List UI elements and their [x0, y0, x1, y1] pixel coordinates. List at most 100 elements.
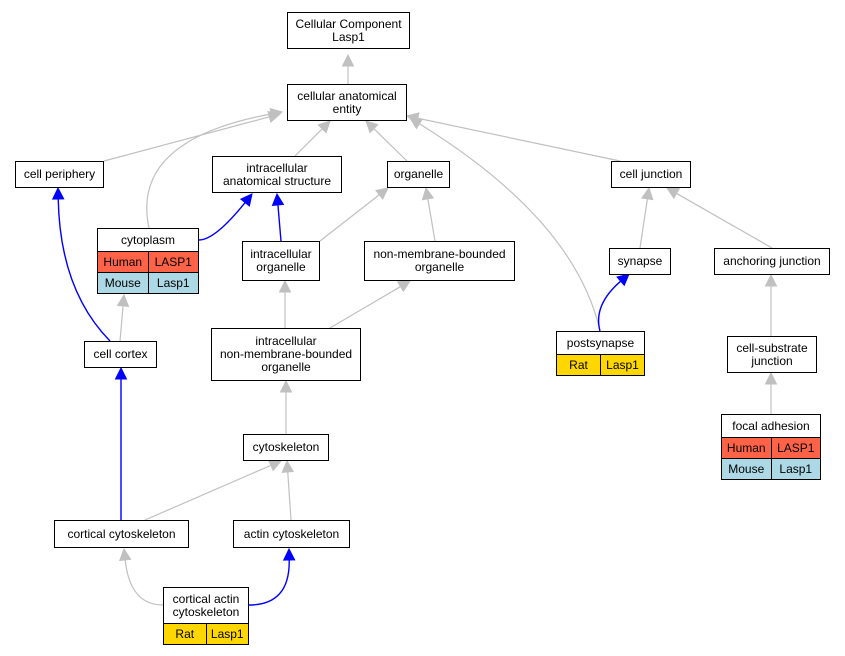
edge-postsynapse-cae — [419, 123, 601, 332]
arrowhead-postsynapse-cae — [409, 117, 424, 130]
arrowhead-cytoplasm-ias — [239, 193, 253, 207]
node-label: cell junction — [619, 167, 683, 181]
species-name: Rat — [175, 627, 195, 641]
edge-cortex-cytoplasm — [119, 305, 124, 342]
arrowhead-cortactin-cortcyto — [118, 547, 132, 562]
node-nmbo[interactable]: non-membrane-bounded organelle — [364, 241, 515, 281]
species-row: Human LASP1 — [98, 251, 198, 272]
arrowhead-io-organelle — [375, 187, 389, 201]
arrowhead-organelle-cae — [365, 120, 379, 134]
node-cortcyto[interactable]: cortical cytoskeleton — [54, 520, 189, 548]
node-periphery[interactable]: cell periphery — [15, 161, 104, 188]
edge-cytoplasm-cae — [146, 113, 272, 229]
species-name: Mouse — [104, 276, 141, 290]
edge-synapse-junction — [639, 198, 648, 249]
arrowhead-cae-root — [341, 53, 355, 67]
node-label: organelle — [393, 167, 444, 181]
arrowhead-cortcyto-cortex — [114, 366, 128, 380]
node-label: cytoplasm — [120, 232, 176, 247]
edge-junction-cae — [417, 117, 621, 162]
node-label: intracellular non-membrane-bounded organ… — [219, 334, 353, 374]
node-label: cellular anatomical entity — [297, 88, 397, 116]
arrowhead-synapse-junction — [641, 186, 654, 201]
arrowhead-cortex-cytoplasm — [116, 293, 130, 308]
arrowhead-cytoplasm-cae — [269, 107, 284, 121]
node-label: synapse — [617, 254, 663, 268]
arrowhead-nmbo-organelle — [421, 186, 435, 201]
arrowhead-inmbo-io — [278, 279, 292, 293]
edge-cortactin-actin — [248, 559, 290, 606]
gene-name: LASP1 — [770, 438, 821, 458]
node-junction[interactable]: cell junction — [611, 161, 691, 188]
node-ias[interactable]: intracellular anatomical structure — [212, 156, 342, 193]
arrowhead-cortcyto-cytoskeleton — [267, 459, 283, 472]
arrowhead-anchoring-junction — [666, 187, 681, 200]
edge-cortcyto-cytoskeleton — [144, 464, 272, 521]
node-label: anchoring junction — [723, 254, 821, 268]
node-io[interactable]: intracellular organelle — [242, 241, 320, 281]
edge-io-organelle — [319, 194, 380, 242]
species-row: Mouse Lasp1 — [98, 272, 198, 293]
node-label: non-membrane-bounded organelle — [373, 247, 506, 274]
node-label: postsynapse — [566, 335, 635, 350]
gene-name: Lasp1 — [600, 355, 644, 375]
arrowhead-actin-cytoskeleton — [281, 459, 295, 473]
arrowhead-cortactin-actin — [282, 547, 296, 561]
arrowhead-ias-cae — [317, 120, 331, 134]
node-label: focal adhesion — [732, 418, 810, 433]
arrowhead-io-ias — [271, 192, 285, 206]
arrowhead-focal-substrate — [764, 371, 778, 385]
node-organelle[interactable]: organelle — [387, 161, 450, 188]
gene-name: LASP1 — [147, 252, 199, 272]
node-anchoring[interactable]: anchoring junction — [714, 248, 830, 275]
edge-postsynapse-synapse — [597, 280, 622, 332]
species-name: Mouse — [728, 462, 765, 476]
node-label: cytoskeleton — [252, 440, 320, 454]
node-label: Cellular Component Lasp1 — [295, 16, 402, 44]
edge-cortex-periphery — [57, 198, 111, 342]
gene-name: Lasp1 — [147, 273, 199, 293]
edge-inmbo-nmbo — [329, 286, 401, 329]
node-label: cortical actin cytoskeleton — [172, 591, 240, 619]
arrowhead-cytoskeleton-inmbo — [279, 379, 293, 393]
node-label: cell cortex — [93, 347, 148, 361]
node-cae[interactable]: cellular anatomical entity — [287, 84, 407, 121]
node-label: cortical cytoskeleton — [67, 526, 176, 541]
node-label: intracellular anatomical structure — [222, 160, 332, 188]
species-name: Human — [103, 255, 143, 269]
edge-cortactin-cortcyto — [124, 559, 164, 606]
edge-actin-cytoskeleton — [287, 471, 292, 521]
species-row: Mouse Lasp1 — [722, 458, 820, 479]
arrowhead-substrate-anchoring — [764, 273, 778, 287]
node-inmbo[interactable]: intracellular non-membrane-bounded organ… — [211, 328, 361, 381]
node-label: cell periphery — [23, 167, 96, 181]
species-row: Rat Lasp1 — [557, 354, 644, 375]
arrowhead-cortex-periphery — [51, 186, 65, 200]
node-substrate[interactable]: cell-substrate junction — [727, 336, 817, 373]
gene-name: Lasp1 — [770, 459, 821, 479]
gene-name: Lasp1 — [205, 624, 249, 644]
edge-anchoring-junction — [676, 192, 773, 249]
edge-io-ias — [277, 204, 282, 242]
node-label: cell-substrate junction — [736, 340, 808, 368]
arrowhead-inmbo-nmbo — [396, 280, 411, 293]
node-label: intracellular organelle — [250, 247, 312, 274]
node-cortex[interactable]: cell cortex — [84, 341, 157, 368]
species-row: Rat Lasp1 — [164, 623, 248, 644]
edge-periphery-cae — [103, 116, 270, 162]
node-actin[interactable]: actin cytoskeleton — [233, 520, 350, 548]
edge-cytoplasm-ias — [198, 202, 246, 241]
node-root[interactable]: Cellular Component Lasp1 — [287, 12, 410, 49]
species-name: Rat — [569, 358, 588, 372]
arrowhead-postsynapse-synapse — [616, 273, 630, 287]
node-cytoskeleton[interactable]: cytoskeleton — [243, 434, 329, 461]
edge-nmbo-organelle — [427, 198, 436, 242]
node-synapse[interactable]: synapse — [609, 248, 671, 275]
node-label: actin cytoskeleton — [243, 526, 340, 541]
